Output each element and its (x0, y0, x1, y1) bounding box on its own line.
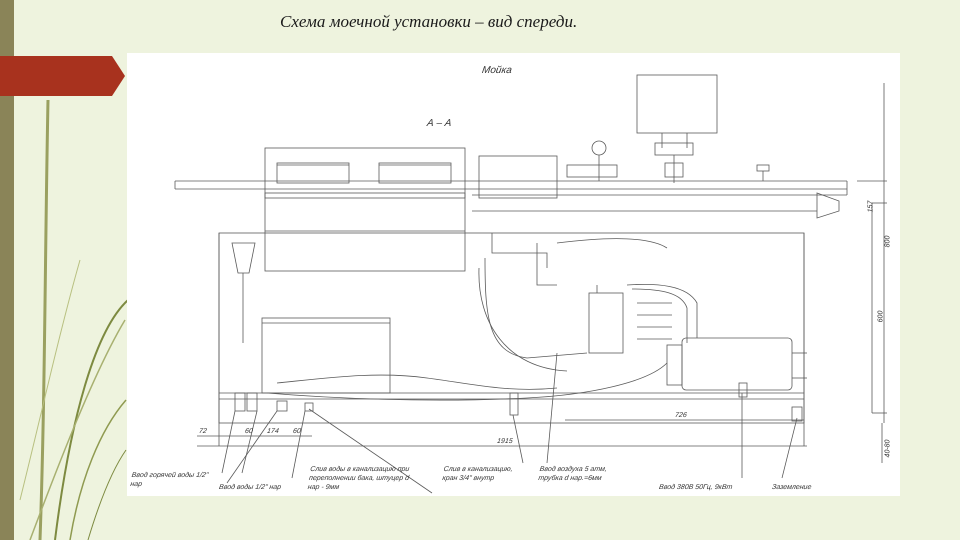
dimension-174: 174 (266, 428, 280, 435)
decorative-lines (19, 99, 129, 540)
dimension-60-left: 60 (244, 428, 254, 435)
title-accent-flag (0, 56, 125, 96)
dimension-600: 600 (877, 310, 885, 323)
left-accent-bar (0, 0, 14, 540)
callout-sewer-outlet: Слив в канализацию, кран 3/4" внутр (441, 466, 514, 482)
section-label: А – А (426, 118, 453, 129)
callout-cold-water: Ввод воды 1/2" нар (218, 484, 282, 491)
dimension-157: 157 (867, 200, 875, 213)
dimension-726: 726 (674, 412, 688, 419)
drawing-lines (174, 74, 887, 494)
callout-hot-water: Ввод горячей воды 1/2" нар (129, 472, 209, 488)
dimension-40-80: 40-80 (884, 439, 892, 458)
callout-power: Ввод 380В 50Гц, 9кВт (658, 484, 733, 491)
slide-title: Схема моечной установки – вид спереди. (280, 12, 578, 31)
callout-air-inlet: Ввод воздуха 5 атм, трубка d нар.=6мм (537, 466, 608, 482)
callout-ground: Заземление (771, 484, 812, 491)
callout-overflow-drain: Слив воды в канализацию при переполнении… (307, 466, 410, 491)
dimension-800: 800 (884, 235, 892, 248)
dimension-72: 72 (198, 428, 208, 435)
view-label: Мойка (481, 65, 513, 76)
dimension-60-right: 60 (292, 428, 302, 435)
dimension-1915: 1915 (496, 438, 514, 445)
technical-drawing: Мойка А – А 72 60 174 60 1915 726 600 80… (127, 53, 900, 496)
